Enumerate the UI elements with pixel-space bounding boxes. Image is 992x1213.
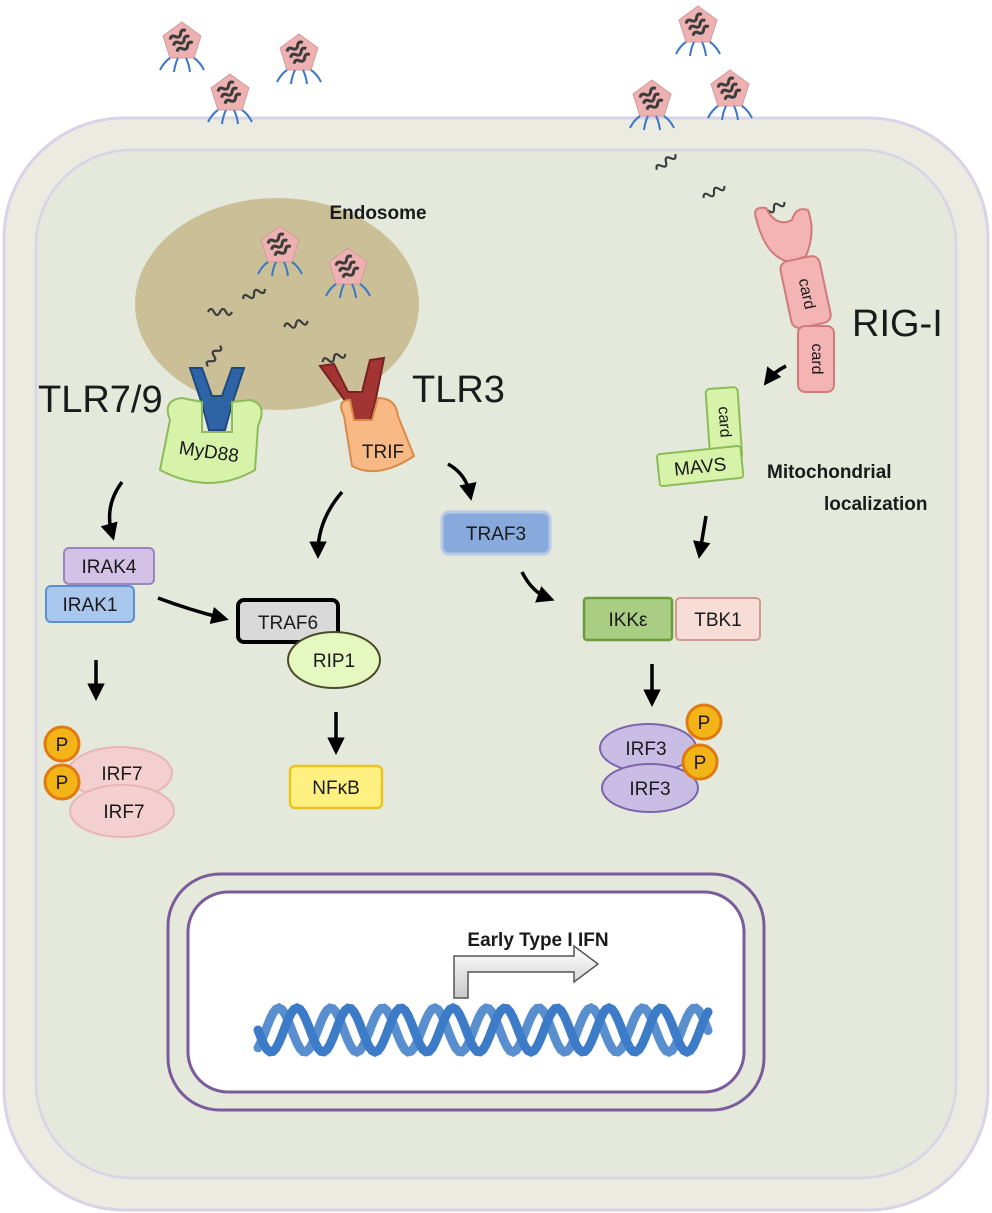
- rig-i-card2-shape: [797, 325, 835, 393]
- phospho-label: P: [56, 773, 69, 794]
- transcription-start-arrow: [453, 944, 600, 999]
- early-ifn-label: Early Type I IFN: [467, 930, 608, 951]
- irf3-bottom-shape: [601, 763, 699, 813]
- arrow-traf3-to-ikke: [520, 571, 555, 603]
- nfkb-box: [288, 764, 384, 810]
- irf7-bottom-shape: [69, 784, 175, 838]
- phospho-icon: [43, 763, 81, 801]
- virus-icon: [275, 32, 323, 86]
- nfkb: NFκB: [288, 764, 384, 810]
- rig-i-label: RIG-I: [852, 303, 943, 345]
- irak4-label: IRAK4: [82, 557, 137, 578]
- phospho-icon: [43, 725, 81, 763]
- endosome-label: Endosome: [329, 203, 426, 224]
- traf6-complex: TRAF6 RIP1: [236, 598, 381, 689]
- traf3: TRAF3: [440, 510, 552, 556]
- irak1-box: [45, 585, 135, 623]
- arrow-rigi-to-mavs: [763, 364, 787, 386]
- dna-strand-2: [253, 1003, 713, 1057]
- irf3-top-label: IRF3: [625, 739, 666, 760]
- dna-strand-1: [253, 1003, 713, 1057]
- phospho-icon: [681, 743, 719, 781]
- ikke-box: [582, 596, 674, 642]
- phospho-icon: [685, 703, 723, 741]
- arrow-myd88-to-irak: [100, 480, 124, 541]
- irf3-bottom-label: IRF3: [629, 779, 670, 800]
- rip1-label: RIP1: [313, 651, 355, 672]
- tlr3-receptor: TRIF TLR3: [318, 349, 505, 473]
- tbk1-label: TBK1: [694, 610, 742, 631]
- irf3-dimer: IRF3 IRF3 P P: [599, 703, 723, 813]
- traf3-label: TRAF3: [466, 524, 526, 545]
- nucleus: Early Type I IFN: [166, 872, 766, 1112]
- trif-label: TRIF: [362, 442, 404, 463]
- traf6-box: [236, 598, 340, 644]
- virus-icon: [706, 68, 754, 122]
- irak1-label: IRAK1: [63, 595, 118, 616]
- mavs-card-label: card: [714, 406, 733, 438]
- irak4-box: [63, 547, 155, 585]
- phospho-label: P: [698, 713, 711, 734]
- arrow-irak-to-traf6: [157, 596, 229, 624]
- tlr7-9-label: TLR7/9: [38, 379, 163, 421]
- rig-i-receptor: card card RIG-I: [754, 206, 943, 393]
- rip1-shape: [287, 631, 381, 689]
- mavs: card MAVS Mitochondrial localization: [655, 386, 927, 515]
- trif-shape: [340, 396, 416, 473]
- arrow-trif-to-traf3: [447, 462, 477, 501]
- traf6-label: TRAF6: [258, 613, 318, 634]
- ikke-label: IKKε: [608, 610, 648, 631]
- mavs-box: [655, 444, 745, 487]
- rig-i-card2-label: card: [808, 343, 825, 374]
- phospho-label: P: [694, 753, 707, 774]
- nucleus-outer-membrane: [166, 872, 766, 1112]
- arrow-trif-to-traf6: [309, 490, 344, 559]
- rig-i-card1-label: card: [795, 277, 818, 311]
- irf7-dimer: IRF7 IRF7 P P: [43, 725, 175, 838]
- ikke-tbk1-complex: IKKε TBK1: [582, 596, 761, 642]
- mito-label-line1: Mitochondrial: [767, 462, 892, 483]
- irf7-top-label: IRF7: [101, 764, 142, 785]
- endosome: Endosome: [135, 198, 427, 410]
- tlr7-9-shape: [188, 367, 246, 431]
- mito-label-line2: localization: [824, 494, 927, 515]
- tlr3-label: TLR3: [412, 369, 505, 411]
- phospho-label: P: [56, 735, 69, 756]
- virus-icon: [158, 20, 206, 74]
- myd88-shape: [158, 396, 263, 484]
- extracellular-viruses: [158, 4, 754, 132]
- nfkb-label: NFκB: [312, 778, 360, 799]
- tbk1-box: [675, 597, 761, 641]
- irf7-bottom-label: IRF7: [103, 802, 144, 823]
- tlr7-9-receptor: MyD88 TLR7/9: [38, 343, 263, 484]
- virus-icon: [674, 4, 722, 58]
- traf3-box: [440, 510, 552, 556]
- irak-complex: IRAK4 IRAK1: [45, 547, 155, 623]
- signaling-arrows: [87, 364, 787, 755]
- arrow-mavs-to-ikke: [693, 515, 711, 559]
